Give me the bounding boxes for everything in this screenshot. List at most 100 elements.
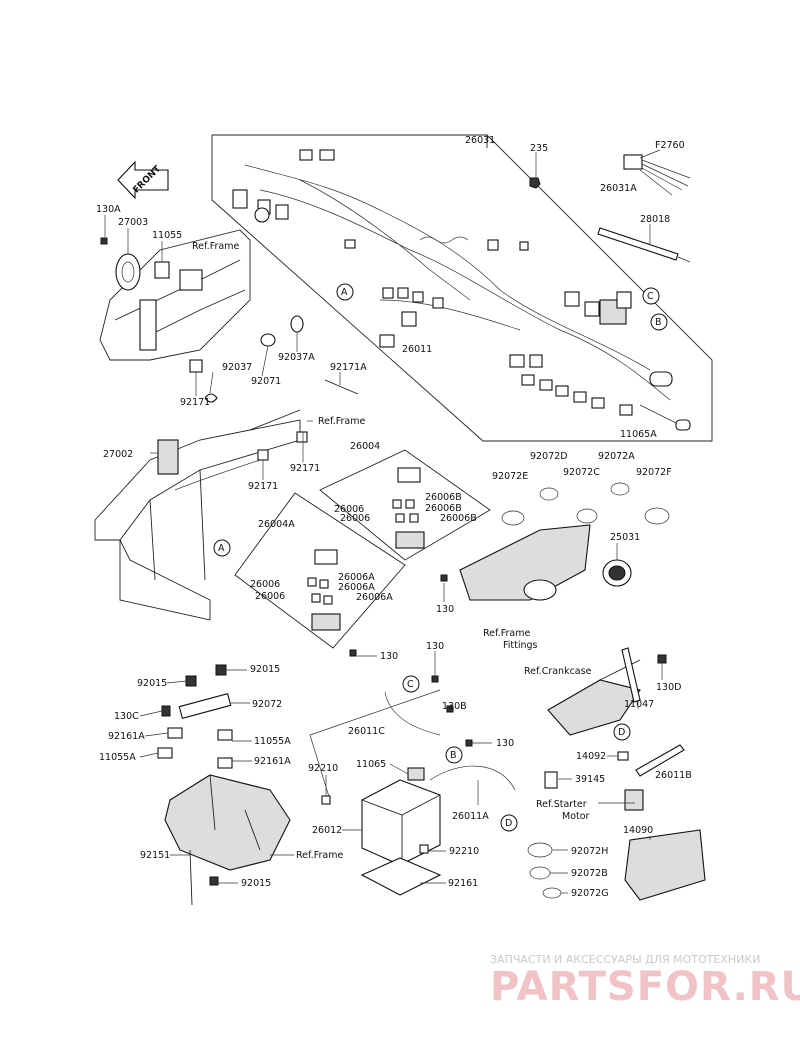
grommet-92071 — [260, 333, 276, 347]
callout-b-2 — [445, 746, 463, 764]
nut-92015 — [215, 664, 227, 676]
label-130B: 130B — [442, 701, 467, 712]
watermark-brand: PARTSFOR.RU — [490, 964, 800, 1010]
label-motor: Motor — [562, 811, 590, 822]
label-11055A: 11055A — [254, 736, 291, 747]
label-ref-crankcase: Ref.Crankcase — [524, 666, 592, 677]
label-26031A: 26031A — [600, 183, 637, 194]
screw-235 — [529, 177, 541, 189]
connector — [275, 204, 289, 220]
horn-27003 — [115, 253, 141, 291]
label-11055: 11055 — [152, 230, 182, 241]
label-92072B: 92072B — [571, 868, 608, 879]
label-92072E: 92072E — [492, 471, 528, 482]
callout-d — [500, 814, 518, 832]
rod-92151 — [189, 849, 193, 906]
label-26006: 26006 — [255, 591, 285, 602]
label-130A: 130A — [96, 204, 121, 215]
relay-27002 — [157, 439, 179, 475]
tube-28018 — [597, 224, 691, 263]
label-callout-a: A — [341, 287, 348, 298]
label-130: 130 — [496, 738, 514, 749]
clip-92210 — [321, 795, 331, 805]
clip-92171-topleft — [189, 359, 203, 373]
label-92210: 92210 — [449, 846, 479, 857]
label-26006: 26006 — [334, 504, 364, 515]
clamps-92072 — [501, 482, 670, 526]
label-39145: 39145 — [575, 774, 605, 785]
label-callout-b-2: B — [450, 750, 457, 761]
clamp-92072G — [542, 887, 562, 899]
label-26004: 26004 — [350, 441, 380, 452]
bolt-130A — [100, 237, 108, 245]
main-harness-group — [211, 134, 713, 442]
bolt-130B — [446, 705, 454, 713]
watermark: ЗАПЧАСТИ И АКСЕССУАРЫ ДЛЯ МОТОТЕХНИКИ PA… — [490, 953, 800, 1010]
bolt-130 — [465, 739, 473, 747]
label-130D: 130D — [656, 682, 681, 693]
label-92072A: 92072A — [598, 451, 635, 462]
callout-a — [336, 283, 354, 301]
label-26006A: 26006A — [338, 572, 375, 583]
label-92015: 92015 — [241, 878, 271, 889]
callout-c-2 — [402, 675, 420, 693]
label-26011A: 26011A — [452, 811, 489, 822]
label-26006B: 26006B — [425, 492, 462, 503]
label-130: 130 — [436, 604, 454, 615]
terminal-cover-11065 — [407, 767, 425, 781]
front-frame-group — [99, 229, 251, 373]
cable-26011B — [635, 744, 685, 777]
label-26011C: 26011C — [348, 726, 385, 737]
bolt-130D — [657, 654, 667, 664]
label-235: 235 — [530, 143, 548, 154]
callout-c — [642, 287, 660, 305]
label-130: 130 — [426, 641, 444, 652]
label-26006: 26006 — [340, 513, 370, 524]
label-11065A: 11065A — [620, 429, 657, 440]
label-92072: 92072 — [252, 699, 282, 710]
callout-d-2 — [613, 723, 631, 741]
strap-92072 — [178, 693, 232, 719]
starter-motor — [624, 789, 644, 811]
label-27002: 27002 — [103, 449, 133, 460]
label-fittings: Fittings — [503, 640, 538, 651]
label-92015: 92015 — [250, 664, 280, 675]
label-14092: 14092 — [576, 751, 606, 762]
label-callout-a-2: A — [218, 543, 225, 554]
label-92171: 92171 — [290, 463, 320, 474]
crankcase-group — [547, 647, 667, 736]
label-92072C: 92072C — [563, 467, 600, 478]
label-92037: 92037 — [222, 362, 252, 373]
label-92015: 92015 — [137, 678, 167, 689]
harness-26031A — [623, 149, 691, 196]
clip-92210 — [419, 844, 429, 854]
label-92072H: 92072H — [571, 846, 608, 857]
cable-26011C — [384, 691, 441, 736]
label-92161A: 92161A — [254, 756, 291, 767]
strap-92171A — [324, 379, 359, 395]
label-26012: 26012 — [312, 825, 342, 836]
cover-14090 — [624, 829, 706, 901]
clip-92171 — [296, 431, 308, 443]
label-ref-frame-3: Ref.Frame — [296, 850, 343, 861]
label-26006A: 26006A — [338, 582, 375, 593]
nut-92015 — [185, 675, 197, 687]
label-26006B: 26006B — [425, 503, 462, 514]
bolt-130 — [440, 574, 448, 582]
battery-26012 — [321, 765, 516, 896]
label-92161A: 92161A — [108, 731, 145, 742]
label-130C: 130C — [114, 711, 139, 722]
terminal-11065A — [675, 419, 691, 431]
label-92171A: 92171A — [330, 362, 367, 373]
callout-a-2 — [213, 539, 231, 557]
label-11065: 11065 — [356, 759, 386, 770]
clip-92171 — [257, 449, 269, 461]
cable-26011A — [429, 765, 516, 791]
front-arrow — [117, 160, 169, 200]
connector — [254, 207, 270, 223]
label-11047: 11047 — [624, 699, 654, 710]
label-callout-d: D — [505, 818, 512, 829]
label-ref-frame-fittings: Ref.Frame — [483, 628, 530, 639]
bolt-130C — [161, 705, 171, 717]
